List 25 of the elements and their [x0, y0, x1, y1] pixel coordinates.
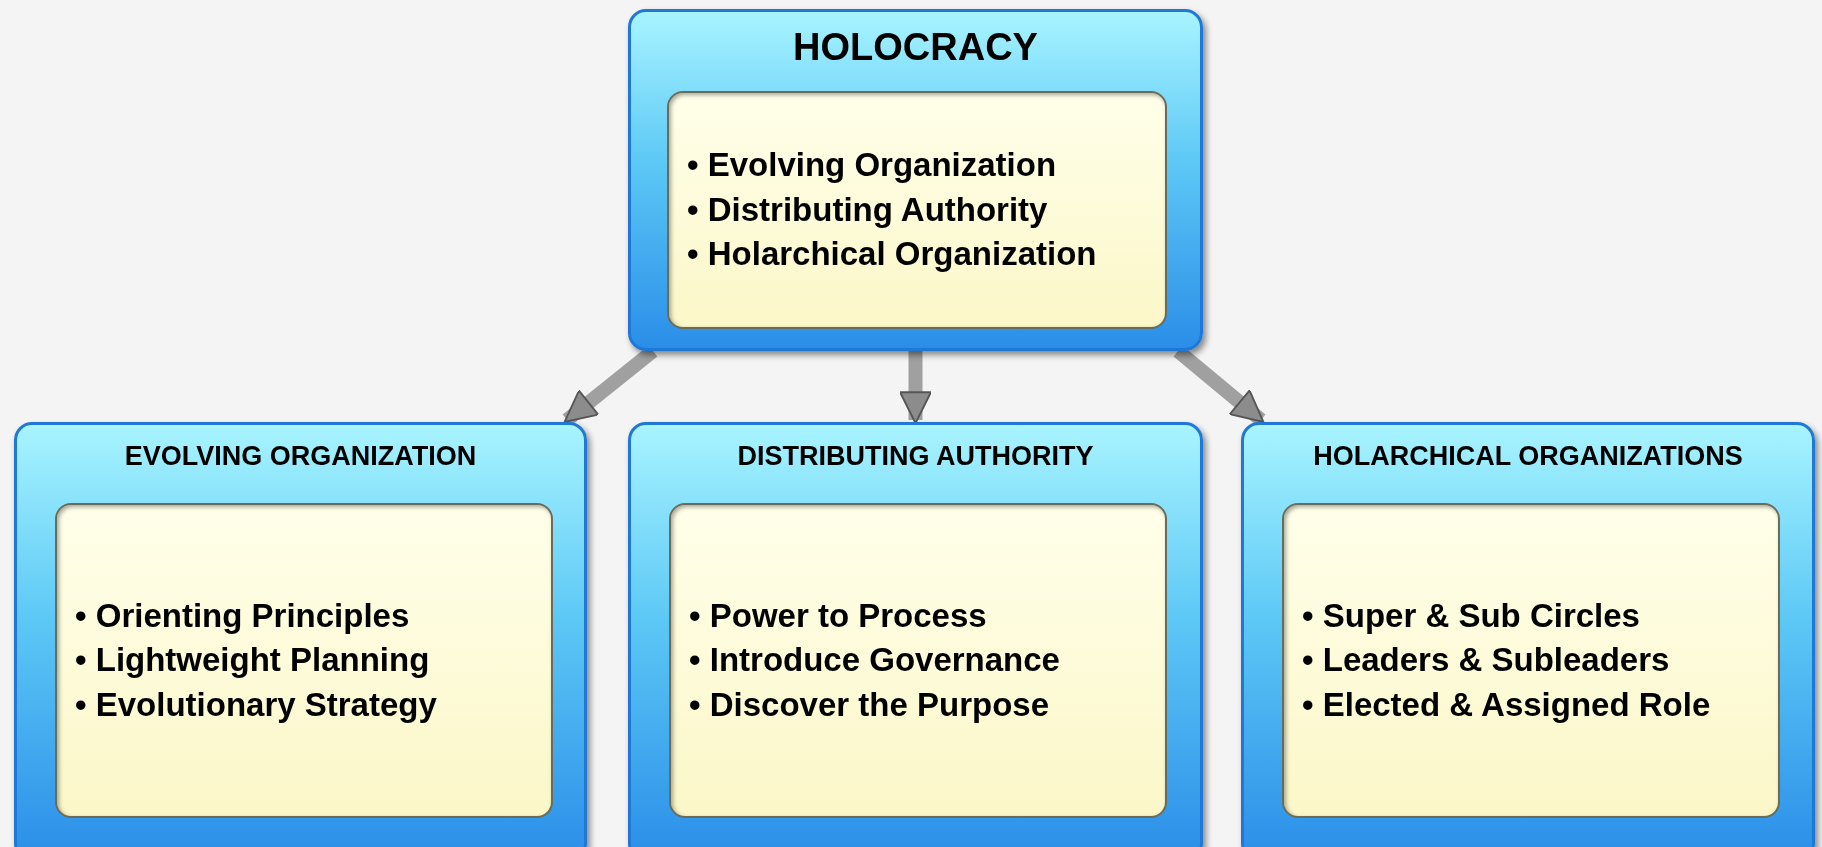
arrow: [899, 351, 932, 424]
box-heading: HOLARCHICAL ORGANIZATIONS: [1312, 441, 1744, 472]
box-heading: DISTRIBUTING AUTHORITY: [736, 441, 1095, 472]
bullet-item: • Holarchical Organization: [687, 234, 1097, 275]
bullet-item: • Evolutionary Strategy: [75, 684, 437, 725]
bullet-item: • Elected & Assigned Role: [1302, 684, 1711, 725]
bullet-item: • Power to Process: [689, 595, 988, 636]
bullet-item: • Super & Sub Circles: [1302, 595, 1641, 636]
bullet-item: • Leaders & Subleaders: [1302, 640, 1671, 681]
box-heading: EVOLVING ORGANIZATION: [123, 441, 478, 472]
category-box: [628, 422, 1203, 847]
category-box: [14, 422, 587, 847]
bullet-item: • Evolving Organization: [687, 145, 1058, 186]
bullet-item: • Orienting Principles: [75, 595, 411, 636]
category-box: [1241, 422, 1815, 847]
bullet-item: • Lightweight Planning: [75, 640, 431, 681]
box-heading: HOLOCRACY: [792, 26, 1039, 69]
bullet-list-panel: [1282, 503, 1780, 818]
bullet-item: • Discover the Purpose: [689, 684, 1050, 725]
bullet-list-panel: [55, 503, 553, 818]
bullet-list-panel: [669, 503, 1167, 818]
category-box: [628, 9, 1203, 351]
bullet-list-panel: [667, 91, 1167, 329]
bullet-item: • Introduce Governance: [689, 640, 1060, 681]
bullet-item: • Distributing Authority: [687, 189, 1049, 230]
